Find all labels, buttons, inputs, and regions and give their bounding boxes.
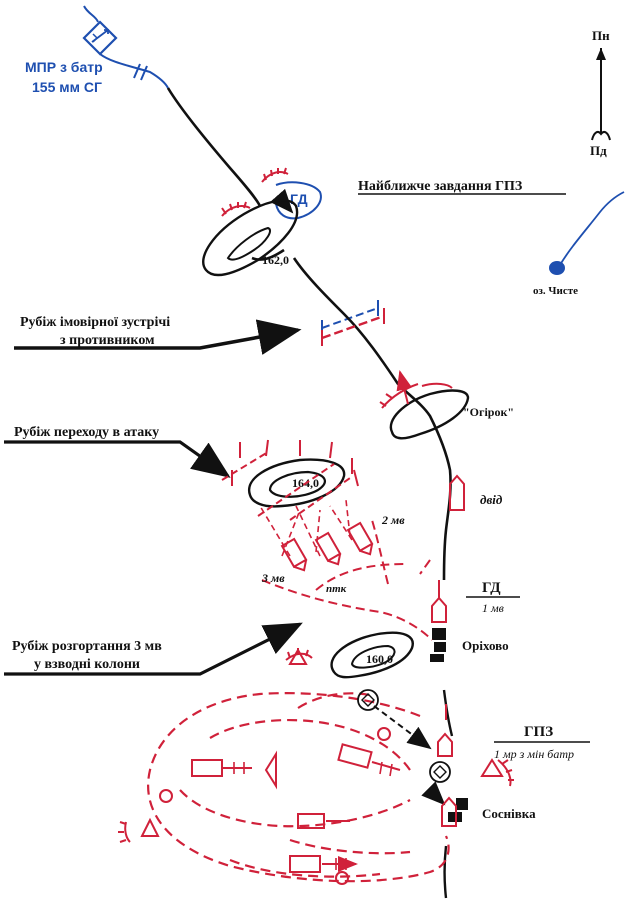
hill-164: 164,0 <box>247 458 346 508</box>
lake-chyste: оз. Чисте <box>533 191 625 297</box>
deploy-label-line2: у взводні колони <box>34 657 140 672</box>
enemy-artillery-symbol <box>82 20 118 56</box>
gpz-vehicle <box>289 855 358 873</box>
attack-formation <box>221 439 359 557</box>
enemy-boundary-ticks <box>133 63 148 81</box>
enemy-artillery-link <box>83 5 169 89</box>
defensive-hatch-marks <box>118 167 514 843</box>
dvid-unit: двід <box>449 474 503 511</box>
north-arrow: Пн Пд <box>590 28 611 158</box>
gpz-command <box>357 689 457 827</box>
settlement-sosnivka: Соснівка <box>448 798 536 822</box>
friendly-gd-column: ГД 1 мв <box>431 580 520 623</box>
hill-ogirok: "Огірок" <box>389 389 514 440</box>
hill-162-label: 162,0 <box>262 253 289 267</box>
gpz-vehicle <box>191 759 252 777</box>
enemy-gd-label: ГД <box>290 191 308 207</box>
friendly-meeting-boundary <box>321 308 385 346</box>
gpz-loop <box>147 692 450 883</box>
deployment-lines <box>261 519 433 641</box>
gpz-vehicle <box>297 813 350 829</box>
mv2-label: 2 мв <box>381 513 405 527</box>
friendly-gd-label: ГД <box>482 580 501 596</box>
deploy-callout: Рубіж розгортання 3 мв у взводні колони <box>4 622 303 676</box>
support-symbols <box>140 647 504 885</box>
gpz-sub: 1 мр з мін батр <box>494 747 574 761</box>
attack-callout: Рубіж переходу в атаку <box>4 425 231 478</box>
hill-162: 162,0 <box>202 199 299 277</box>
south-road <box>442 689 454 899</box>
ogirok-label: "Огірок" <box>463 405 514 419</box>
south-label: Пд <box>590 143 607 158</box>
meeting-label-line1: Рубіж імовірної зустрічі <box>20 315 170 330</box>
attack-label: Рубіж переходу в атаку <box>14 425 159 440</box>
deploy-label-line1: Рубіж розгортання 3 мв <box>12 639 162 654</box>
mpr-label-line1: МПР з батр <box>25 59 103 75</box>
gpz-label: ГПЗ <box>524 724 553 740</box>
gpz-vehicles <box>191 743 401 873</box>
dvid-label: двід <box>480 492 503 507</box>
mpr-label-line2: 155 мм СГ <box>32 79 102 95</box>
platoon-vehicle <box>280 537 308 572</box>
gpz-vehicle <box>337 743 401 777</box>
lake-label: оз. Чисте <box>533 285 578 297</box>
orikhovo-label: Оріхово <box>462 638 509 653</box>
sosnivka-label: Соснівка <box>482 806 536 821</box>
mv3-label: 3 мв <box>261 571 285 585</box>
platoon-vehicles <box>280 521 374 572</box>
task-title: Найближче завдання ГПЗ <box>358 179 522 194</box>
friendly-gd-sub: 1 мв <box>482 601 504 615</box>
platoon-vehicle <box>346 521 374 556</box>
hill-160: 160,0 <box>330 631 414 679</box>
meeting-callout: Рубіж імовірної зустрічі з противником <box>14 315 302 355</box>
platoon-vehicle <box>314 531 342 566</box>
main-route <box>166 87 452 581</box>
meeting-label-line2: з противником <box>60 333 155 348</box>
hill-160-label: 160,0 <box>366 652 393 666</box>
recon-arrow <box>396 370 413 405</box>
enemy-meeting-boundary <box>321 300 379 336</box>
enemy-artillery-group: МПР з батр 155 мм СГ <box>25 5 169 95</box>
settlement-orikhovo: Оріхово <box>430 628 509 662</box>
ptk-label: птк <box>326 583 347 595</box>
north-label: Пн <box>592 28 610 43</box>
gpz-callout: ГПЗ 1 мр з мін батр <box>494 724 590 761</box>
